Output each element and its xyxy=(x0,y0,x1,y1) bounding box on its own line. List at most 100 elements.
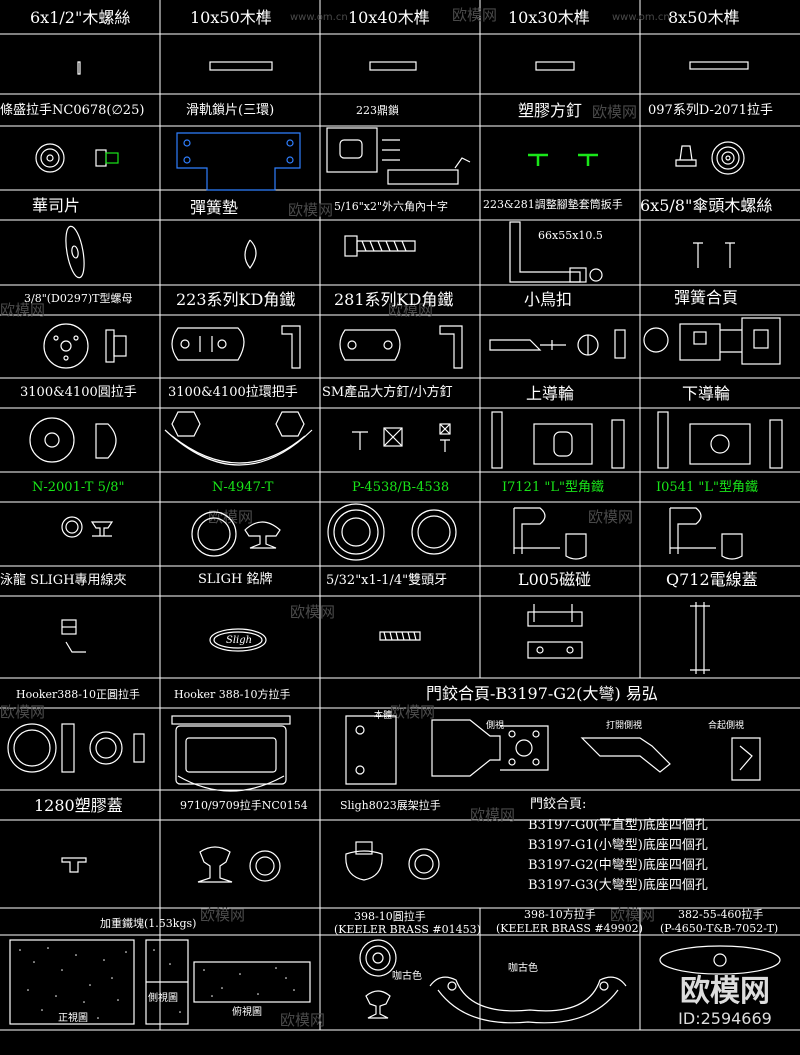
svg-text:欧模网: 欧模网 xyxy=(208,508,253,526)
row10-drawings xyxy=(9,939,781,1025)
dowel-10x50-icon xyxy=(209,61,273,71)
label-cap-screw: 6x5/8"傘頭木螺絲 xyxy=(640,196,773,215)
svg-text:欧模网: 欧模网 xyxy=(390,703,435,721)
row7-drawings xyxy=(61,602,710,674)
dowel-10x40-icon xyxy=(369,61,417,71)
label-magnetic-catch: L005磁碰 xyxy=(518,570,592,589)
label-dowel-8x50: 8x50木榫 xyxy=(668,8,740,27)
hinge-list-item-g1: B3197-G1(小彎型)底座四個孔 xyxy=(528,838,708,853)
label-lower-guide-wheel: 下導輪 xyxy=(682,384,731,403)
l-bracket-i0541-icon xyxy=(669,507,743,560)
row2-drawings xyxy=(35,127,745,191)
kd-angle-281-icon xyxy=(339,325,463,369)
svg-text:欧模网: 欧模网 xyxy=(0,703,45,721)
double-end-thread-icon xyxy=(379,631,421,641)
label-pull-sligh8023: Sligh8023展架拉手 xyxy=(340,799,441,812)
spring-washer-icon xyxy=(244,239,257,269)
row3-drawings xyxy=(65,221,735,283)
lock-223-icon xyxy=(326,127,471,185)
ring-pull-3100-icon xyxy=(164,411,313,466)
square-pull-398-icon xyxy=(429,976,627,1024)
pull-sligh8023-icon xyxy=(345,841,440,881)
label-pull-nc0154: 9710/9709拉手NC0154 xyxy=(180,799,308,812)
washer-icon xyxy=(65,225,85,279)
slide-lock-plate-icon xyxy=(176,132,301,191)
round-pull-3100-icon xyxy=(29,417,117,463)
badge-brand-name: 欧模网 xyxy=(680,974,770,1009)
label-round-pull-3100: 3100&4100圓拉手 xyxy=(20,385,137,400)
knob-n2001-icon xyxy=(61,516,114,538)
label-knob-n2001: N-2001-T 5/8" xyxy=(32,480,125,495)
row9-drawings xyxy=(61,841,440,883)
pull-d2071-icon xyxy=(675,141,745,175)
svg-text:欧模网: 欧模网 xyxy=(290,603,335,621)
label-dowel-10x40: 10x40木榫 xyxy=(348,8,430,27)
label-spring-washer: 彈簧墊 xyxy=(190,198,239,217)
label-dowel-10x50: 10x50木榫 xyxy=(190,8,272,27)
weight-block-icon xyxy=(9,939,311,1025)
wire-clip-icon xyxy=(61,619,86,653)
svg-text:欧模网: 欧模网 xyxy=(470,806,515,824)
hooker-round-pull-icon xyxy=(7,723,145,773)
label-sligh-nameplate: SLIGH 銘牌 xyxy=(198,572,273,587)
l-bracket-i7121-icon xyxy=(513,507,587,560)
label-antique-color-2: 咖古色 xyxy=(508,963,538,974)
label-l-bracket-i7121: I7121 "L"型角鐵 xyxy=(502,480,604,495)
concealed-hinge-icon xyxy=(345,715,761,785)
cap-screw-icon xyxy=(693,242,735,268)
grid-lines xyxy=(0,0,800,1031)
label-washer: 華司片 xyxy=(32,196,81,215)
square-nail-icon xyxy=(352,423,451,452)
label-wrench-size: 66x55x10.5 xyxy=(538,229,603,242)
label-wood-screw: 6x1/2"木螺絲 xyxy=(30,8,131,27)
svg-text:欧模网: 欧模网 xyxy=(280,1011,325,1029)
lower-guide-wheel-icon xyxy=(657,411,783,469)
hinge-list-item-g2: B3197-G2(中彎型)底座四個孔 xyxy=(528,858,708,873)
bird-latch-icon xyxy=(489,329,626,359)
kd-angle-223-icon xyxy=(171,325,301,369)
badge-id: ID:2594669 xyxy=(678,1009,772,1028)
label-side-view: 側視圖 xyxy=(148,993,178,1004)
label-square-pull-398-ref: (KEELER BRASS #49902) xyxy=(496,922,643,935)
label-dowel-10x30: 10x30木榫 xyxy=(508,8,590,27)
magnetic-catch-icon xyxy=(527,604,583,659)
row8-drawings xyxy=(7,715,761,792)
label-lock-223: 223鼎鎖 xyxy=(356,104,399,117)
plastic-cap-icon xyxy=(61,857,87,873)
round-pull-398-icon xyxy=(359,939,397,1019)
label-pull-382-ref: (P-4650-T&B-7052-T) xyxy=(660,922,779,935)
label-kd-angle-281: 281系列KD角鐵 xyxy=(334,290,454,309)
label-kd-angle-223: 223系列KD角鐵 xyxy=(176,290,296,309)
dowel-10x30-icon xyxy=(535,61,575,71)
watermark-grid: 欧模网 www.om.cn www.om.cn 欧模网 欧模网 欧模网 欧模网 … xyxy=(0,6,670,1029)
label-spring-hinge: 彈簧合頁 xyxy=(674,288,739,307)
hinge-list-item-g3: B3197-G3(大彎型)底座四個孔 xyxy=(528,878,708,893)
t-nut-icon xyxy=(43,323,127,369)
label-round-pull-398-ref: (KEELER BRASS #01453) xyxy=(334,923,481,936)
label-weight-block: 加重鐵塊(1.53kgs) xyxy=(100,917,197,930)
svg-text:欧模网: 欧模网 xyxy=(592,103,637,121)
hex-bolt-icon xyxy=(344,235,416,257)
brand-badge: 欧模网 ID:2594669 xyxy=(660,975,790,1029)
label-t-nut: 3/8"(D0297)T型螺母 xyxy=(24,292,133,305)
label-ring-pull-p4538: P-4538/B-4538 xyxy=(352,480,450,495)
knob-n4947-icon xyxy=(191,511,281,557)
label-knob-n4947: N-4947-T xyxy=(212,480,274,495)
svg-text:欧模网: 欧模网 xyxy=(452,6,497,24)
svg-text:欧模网: 欧模网 xyxy=(200,906,245,924)
label-antique-color-1: 咖古色 xyxy=(392,971,422,982)
label-upper-guide-wheel: 上導輪 xyxy=(526,384,575,403)
label-pull-d2071: 097系列D-2071拉手 xyxy=(648,103,773,118)
wood-screw-icon xyxy=(77,61,81,75)
label-bird-latch: 小鳥扣 xyxy=(524,290,573,309)
label-socket-wrench: 223&281調整腳墊套筒扳手 xyxy=(483,198,623,211)
svg-text:欧模网: 欧模网 xyxy=(388,301,433,319)
spring-hinge-icon xyxy=(643,317,781,365)
label-plastic-nail: 塑膠方釘 xyxy=(518,101,583,120)
socket-wrench-icon xyxy=(509,221,603,283)
sligh-logo-text: Sligh xyxy=(226,635,253,646)
label-hinge-open: 打開側視 xyxy=(606,721,643,731)
knob-nc0678-icon xyxy=(35,143,119,173)
label-square-pull-398: 398-10方拉手 xyxy=(524,908,596,921)
label-ring-pull-3100: 3100&4100拉環把手 xyxy=(168,385,298,400)
